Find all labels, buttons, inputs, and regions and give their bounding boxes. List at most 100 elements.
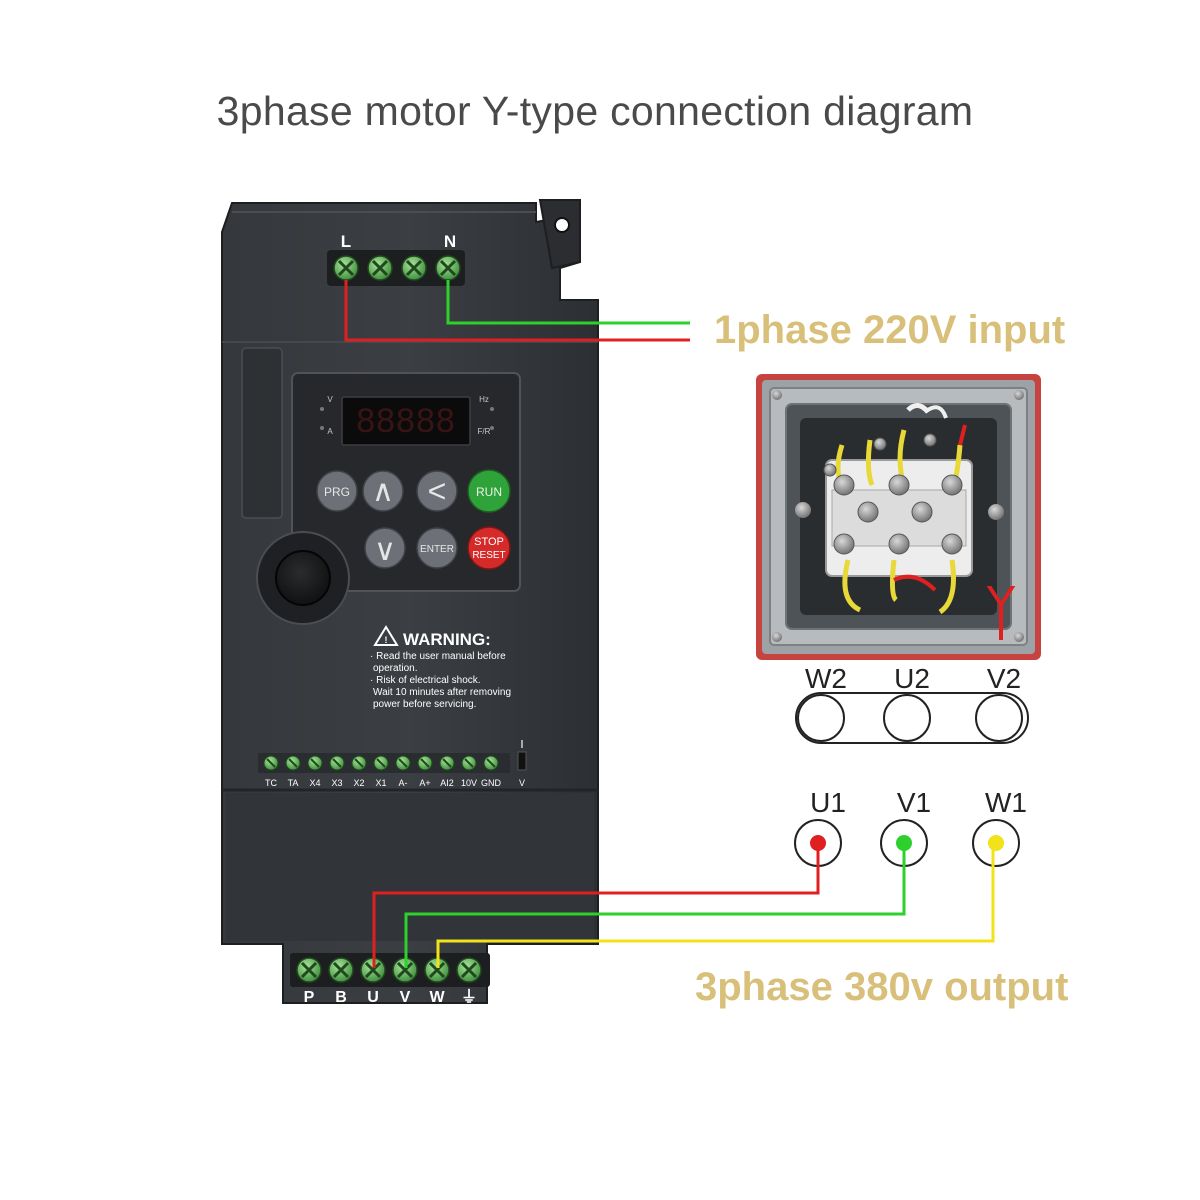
output-screw-5: [456, 957, 482, 983]
control-terminal-label: A-: [399, 778, 408, 788]
down-arrow-icon: ∨: [374, 534, 396, 567]
control-terminal-label: TA: [288, 778, 299, 788]
stop-label: STOP: [474, 536, 504, 548]
warning-heading: WARNING:: [403, 630, 491, 649]
indicator-fr: F/R: [478, 427, 491, 436]
terminal-label-v1: V1: [897, 787, 931, 818]
run-button[interactable]: RUN: [467, 469, 511, 513]
control-terminal-label: A+: [419, 778, 430, 788]
terminal-nut: [888, 474, 910, 496]
output-wire-v-green: [404, 843, 906, 968]
warning-line-5: power before servicing.: [373, 699, 476, 710]
output-terminal-label: P: [304, 989, 315, 1006]
control-screw-x2: [351, 755, 367, 771]
up-button[interactable]: ∧: [362, 470, 404, 512]
warning-triangle-icon: [373, 625, 399, 646]
terminal-label-u1: U1: [810, 787, 846, 818]
control-screw-a+: [417, 755, 433, 771]
output-screw-0: [296, 957, 322, 983]
indicator-hz: Hz: [479, 395, 489, 404]
control-screw-x1: [373, 755, 389, 771]
output-terminal-label: ⏚: [461, 988, 477, 1006]
reset-label: RESET: [472, 550, 505, 561]
warning-line-2: operation.: [373, 663, 417, 674]
control-terminal-label: 10V: [461, 778, 477, 788]
terminal-n-label: N: [444, 232, 456, 251]
output-screw-4: [424, 957, 450, 983]
control-screw-x3: [329, 755, 345, 771]
input-screw-2: [367, 255, 393, 281]
control-terminal-label: X4: [309, 778, 320, 788]
terminal-label-v2: V2: [987, 663, 1021, 694]
control-screw-10v: [461, 755, 477, 771]
input-screw-n: [435, 255, 461, 281]
terminal-circle-v2: [975, 694, 1023, 742]
voltage-switch[interactable]: [517, 751, 527, 771]
warning-line-1: · Read the user manual before: [370, 651, 506, 662]
control-screw-x4: [307, 755, 323, 771]
terminal-circle-w2: [797, 694, 845, 742]
control-screw-a-: [395, 755, 411, 771]
output-wire-u-red: [372, 843, 820, 968]
led-digits: 88888: [356, 402, 456, 440]
control-terminal-label: X1: [375, 778, 386, 788]
terminal-nut: [857, 501, 879, 523]
input-screw-3: [401, 255, 427, 281]
svg-text:!: !: [385, 635, 388, 645]
control-terminal-label: TC: [265, 778, 277, 788]
terminal-nut: [911, 501, 933, 523]
terminal-label-u2: U2: [894, 663, 930, 694]
input-wire-green: [446, 280, 690, 325]
warning-label: ! WARNING: · Read the user manual before…: [370, 625, 511, 710]
enter-button[interactable]: ENTER: [416, 527, 458, 569]
terminal-nut: [833, 474, 855, 496]
terminal-nut: [923, 433, 937, 447]
indicator-a: A: [327, 427, 333, 436]
indicator-v: V: [327, 395, 333, 404]
warning-line-3: · Risk of electrical shock.: [370, 675, 481, 686]
terminal-label-w2: W2: [805, 663, 847, 694]
stop-reset-button[interactable]: STOP RESET: [467, 526, 511, 570]
shift-left-button[interactable]: <: [416, 470, 458, 512]
control-screw-ta: [285, 755, 301, 771]
terminal-label-w1: W1: [985, 787, 1027, 818]
prg-button-label: PRG: [324, 485, 350, 499]
output-wire-w-yellow: [436, 843, 995, 968]
input-wire-red: [344, 280, 690, 342]
warning-line-4: Wait 10 minutes after removing: [373, 687, 511, 698]
terminal-circle-w1: [972, 819, 1020, 867]
control-terminal-label: GND: [481, 778, 502, 788]
terminal-nut: [873, 437, 887, 451]
control-screw-tc: [263, 755, 279, 771]
down-button[interactable]: ∨: [364, 527, 406, 569]
terminal-nut: [941, 474, 963, 496]
output-terminal-label: U: [367, 989, 379, 1006]
keypad-panel: 88888 V A Hz F/R PRG ∧ < RUN ∨: [291, 372, 521, 592]
output-terminal-label: V: [400, 989, 411, 1006]
terminal-circle-u2: [883, 694, 931, 742]
control-terminal-label: X2: [353, 778, 364, 788]
input-terminal-block: L N: [327, 232, 465, 286]
terminal-nut: [833, 533, 855, 555]
control-terminal-label: X3: [331, 778, 342, 788]
up-arrow-icon: ∧: [372, 475, 394, 508]
output-terminal-label: W: [429, 989, 445, 1006]
led-display: [341, 396, 471, 446]
diagram-title: 3phase motor Y-type connection diagram: [216, 88, 974, 134]
wires: [344, 280, 995, 968]
speed-knob[interactable]: [256, 531, 350, 625]
control-screw-ai2: [439, 755, 455, 771]
enter-button-label: ENTER: [420, 544, 454, 555]
prg-button[interactable]: PRG: [316, 470, 358, 512]
motor-junction-box: Y: [756, 374, 1041, 660]
input-caption: 1phase 220V input: [714, 308, 1066, 352]
terminal-l-label: L: [341, 232, 351, 251]
output-screw-1: [328, 957, 354, 983]
top-terminal-row: W2 U2 V2: [795, 663, 1029, 744]
run-button-label: RUN: [476, 485, 502, 499]
output-terminal-label: B: [335, 989, 347, 1006]
terminal-nut: [888, 533, 910, 555]
terminal-nut: [941, 533, 963, 555]
